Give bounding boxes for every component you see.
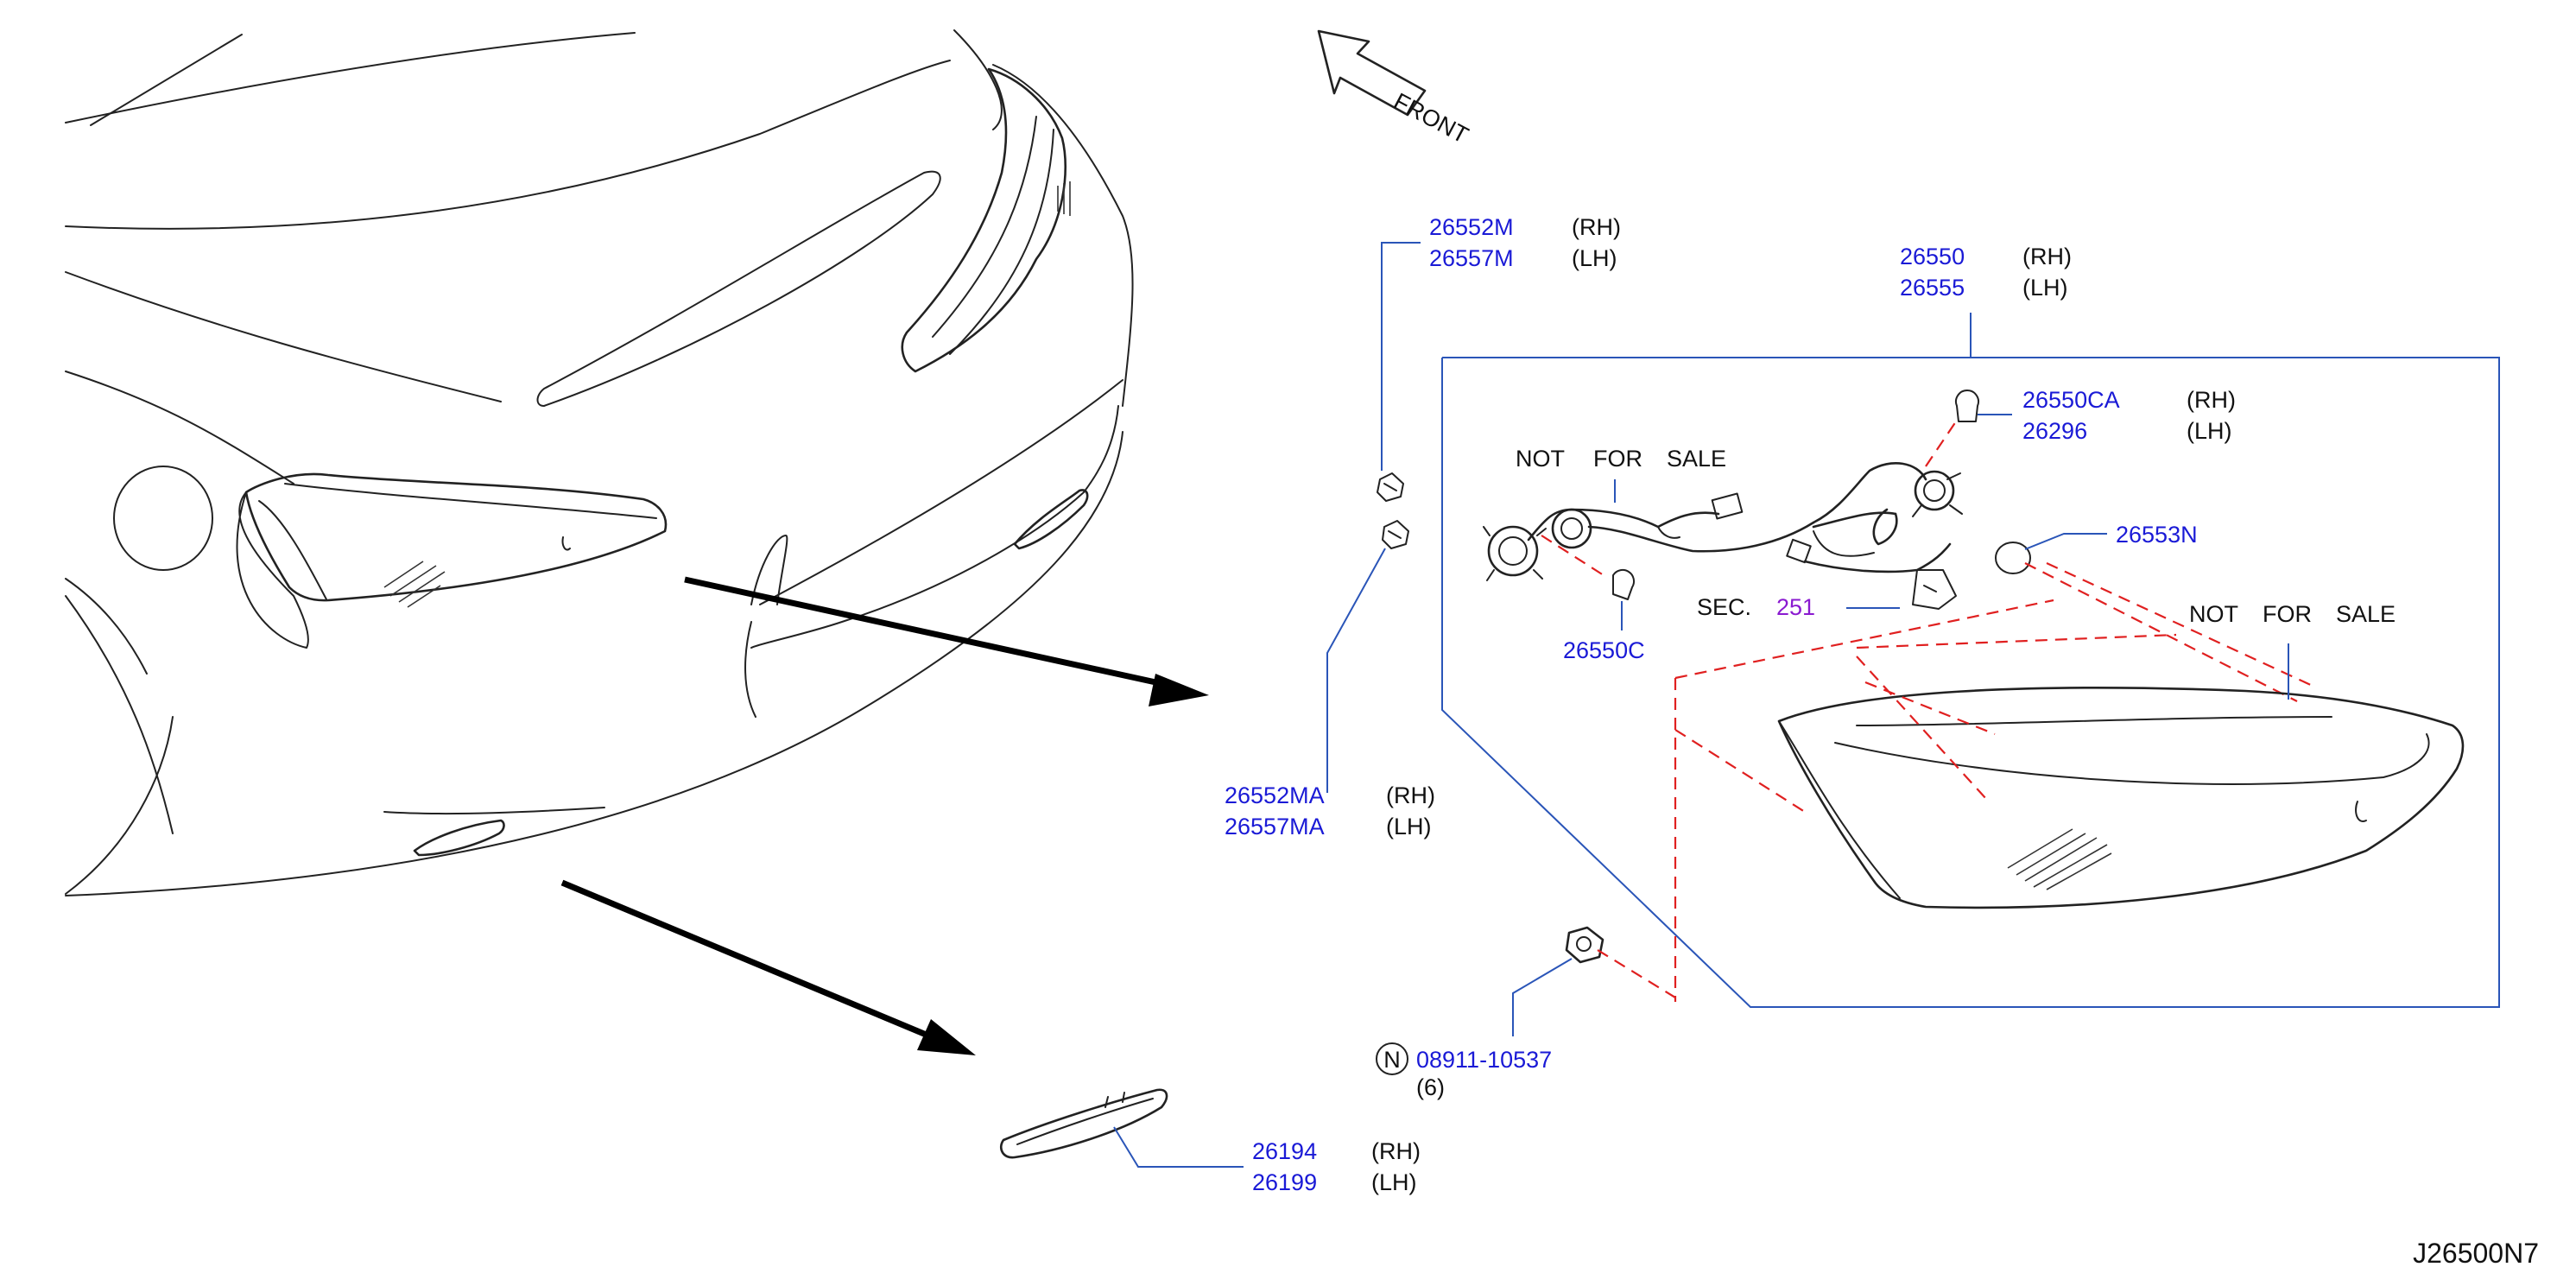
callout-clip-lower: 26552MA (RH) 26557MA (LH) bbox=[1225, 782, 1435, 839]
side-lh: (LH) bbox=[1386, 814, 1432, 839]
arrow-head-tail-lamp bbox=[1149, 674, 1209, 706]
callout-bulb-upper: 26550CA (RH) 26296 (LH) bbox=[2022, 387, 2236, 444]
leader-clip-upper bbox=[1381, 242, 1421, 471]
sec-reference: SEC. 251 bbox=[1697, 594, 1815, 620]
side-lh: (LH) bbox=[2022, 275, 2068, 301]
side-marker-clips bbox=[1326, 242, 1421, 793]
front-direction-indicator: FRONT bbox=[1317, 29, 1472, 149]
nfs-word-3: SALE bbox=[2336, 601, 2396, 627]
harness-not-for-sale: NOT FOR SALE bbox=[1516, 446, 1726, 472]
front-arrow-icon bbox=[1317, 29, 1427, 117]
leader-gasket bbox=[2024, 533, 2107, 550]
dash-bulb-upper bbox=[1925, 421, 1957, 467]
callout-tail-lamp-assembly: 26550 (RH) 26555 (LH) bbox=[1900, 244, 2072, 301]
part-number-alt: 26557M bbox=[1429, 245, 1514, 271]
part-number-alt: 26555 bbox=[1900, 275, 1965, 301]
wiring-harness bbox=[1483, 421, 1963, 610]
lens-not-for-sale: NOT FOR SALE bbox=[2189, 601, 2396, 627]
tail-lamp-lens bbox=[1674, 599, 2465, 1002]
leader-clip-lower bbox=[1326, 548, 1386, 793]
part-number-alt: 26557MA bbox=[1225, 814, 1325, 839]
callout-side-marker-lamp: 26194 (RH) 26199 (LH) bbox=[1252, 1138, 1421, 1195]
side-lh: (LH) bbox=[1371, 1169, 1417, 1195]
socket-mid-icon bbox=[1551, 508, 1592, 549]
tail-lamp-assembly-box bbox=[1441, 313, 2500, 1008]
side-lh: (LH) bbox=[1572, 245, 1617, 271]
sec-ref-link[interactable]: 251 bbox=[1776, 594, 1815, 620]
dash-lens-4 bbox=[1674, 729, 1806, 813]
diagram-id: J26500N7 bbox=[2413, 1238, 2539, 1269]
callout-bulb-lower: 26550C bbox=[1563, 637, 1645, 663]
gasket-icon bbox=[1995, 542, 2031, 574]
arrow-to-side-marker bbox=[560, 879, 936, 1042]
part-number: 26552M bbox=[1429, 214, 1514, 240]
n-marker-icon bbox=[1376, 1042, 1408, 1075]
part-number-alt: 26199 bbox=[1252, 1169, 1317, 1195]
side-rh: (RH) bbox=[2187, 387, 2236, 413]
bulb-upper-icon bbox=[1955, 390, 1979, 422]
socket-right-icon bbox=[1914, 470, 1955, 511]
lens-outline bbox=[1777, 687, 2465, 909]
side-marker-icon bbox=[999, 1088, 1168, 1159]
part-number-alt: 26296 bbox=[2022, 418, 2087, 444]
nfs-word-2: FOR bbox=[1593, 446, 1642, 472]
dash-gasket-2 bbox=[2046, 562, 2315, 687]
assembly-boundary bbox=[1441, 357, 2500, 1008]
nfs-word-3: SALE bbox=[1667, 446, 1726, 472]
bulb-lower: 26550C bbox=[1563, 569, 1645, 663]
nut-icon bbox=[1565, 926, 1604, 964]
nfs-word-1: NOT bbox=[1516, 446, 1565, 472]
gasket: 26553N bbox=[1995, 522, 2315, 702]
part-number: 26194 bbox=[1252, 1138, 1317, 1164]
dash-nut bbox=[1597, 949, 1676, 998]
bulb-upper bbox=[1955, 390, 2012, 422]
nut-prefix: N bbox=[1383, 1047, 1401, 1073]
leader-nut bbox=[1512, 958, 1573, 1036]
part-number: 26552MA bbox=[1225, 782, 1325, 808]
dash-lens-1 bbox=[1674, 599, 2054, 680]
nfs-word-2: FOR bbox=[2263, 601, 2312, 627]
part-number: 26550 bbox=[1900, 244, 1965, 269]
arrow-to-tail-lamp bbox=[684, 576, 1168, 688]
leader-side-marker bbox=[1113, 1126, 1244, 1168]
side-rh: (RH) bbox=[1572, 214, 1621, 240]
nut-quantity: (6) bbox=[1416, 1074, 1445, 1100]
nut: N 08911-10537 (6) bbox=[1376, 926, 1676, 1100]
nut-part-number: 08911-10537 bbox=[1416, 1047, 1552, 1073]
arrow-head-side-marker bbox=[917, 1019, 976, 1055]
side-rh: (RH) bbox=[1386, 782, 1435, 808]
dash-lens-5 bbox=[1856, 656, 1987, 800]
dash-bulb-lower bbox=[1541, 535, 1607, 578]
side-marker-lamp bbox=[999, 1088, 1244, 1168]
dash-gasket-1 bbox=[2024, 562, 2298, 702]
dash-lens-2 bbox=[1856, 633, 2177, 649]
pointer-arrows bbox=[560, 576, 1209, 1055]
plug-icon bbox=[1786, 538, 1812, 564]
clip-upper-icon bbox=[1377, 472, 1404, 502]
bulb-lower-icon bbox=[1612, 569, 1635, 600]
side-rh: (RH) bbox=[1371, 1138, 1421, 1164]
callout-gasket: 26553N bbox=[2116, 522, 2198, 548]
callout-clip-upper: 26552M (RH) 26557M (LH) bbox=[1429, 214, 1621, 271]
sec-label: SEC. bbox=[1697, 594, 1751, 620]
socket-left-icon bbox=[1487, 525, 1539, 577]
part-number: 26550CA bbox=[2022, 387, 2120, 413]
connector-icon bbox=[1711, 492, 1744, 520]
side-lh: (LH) bbox=[2187, 418, 2232, 444]
side-rh: (RH) bbox=[2022, 244, 2072, 269]
nfs-word-1: NOT bbox=[2189, 601, 2238, 627]
front-label: FRONT bbox=[1389, 88, 1472, 149]
clip-lower-icon bbox=[1382, 520, 1409, 549]
dash-lens-6 bbox=[1864, 681, 1996, 736]
bracket-icon bbox=[1912, 569, 1957, 610]
car-rear-illustration bbox=[65, 29, 1134, 896]
